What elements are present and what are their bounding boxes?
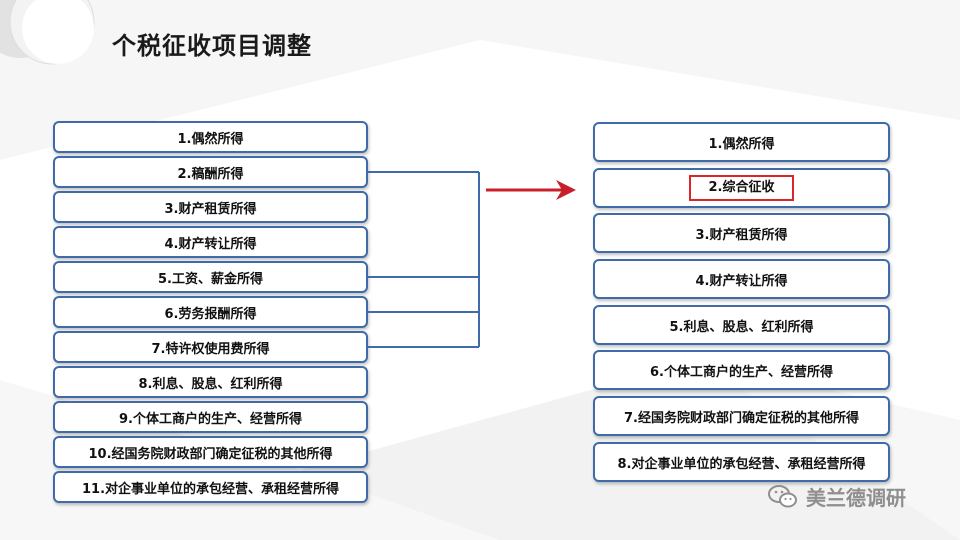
right-item-3: 3.财产租赁所得: [593, 213, 890, 253]
left-item-8: 8.利息、股息、红利所得: [53, 366, 368, 398]
right-item-2: 2.综合征收: [593, 168, 890, 208]
decorative-circles: [0, 0, 95, 65]
left-item-4: 4.财产转让所得: [53, 226, 368, 258]
right-item-7: 7.经国务院财政部门确定征税的其他所得: [593, 396, 890, 436]
left-item-3: 3.财产租赁所得: [53, 191, 368, 223]
left-item-1: 1.偶然所得: [53, 121, 368, 153]
left-item-9: 9.个体工商户的生产、经营所得: [53, 401, 368, 433]
right-item-6: 6.个体工商户的生产、经营所得: [593, 350, 890, 390]
right-item-5: 5.利息、股息、红利所得: [593, 305, 890, 345]
left-item-5: 5.工资、薪金所得: [53, 261, 368, 293]
highlighted-label: 2.综合征收: [688, 175, 795, 201]
right-item-8: 8.对企事业单位的承包经营、承租经营所得: [593, 442, 890, 482]
page-title: 个税征收项目调整: [112, 32, 312, 60]
left-item-7: 7.特许权使用费所得: [53, 331, 368, 363]
right-item-1: 1.偶然所得: [593, 122, 890, 162]
left-item-2: 2.稿酬所得: [53, 156, 368, 188]
watermark-text: 美兰德调研: [806, 486, 906, 510]
left-item-6: 6.劳务报酬所得: [53, 296, 368, 328]
right-item-4: 4.财产转让所得: [593, 259, 890, 299]
wechat-icon: [768, 484, 797, 507]
left-item-11: 11.对企事业单位的承包经营、承租经营所得: [53, 471, 368, 503]
watermark: 美兰德调研: [768, 482, 906, 511]
left-item-10: 10.经国务院财政部门确定征税的其他所得: [53, 436, 368, 468]
